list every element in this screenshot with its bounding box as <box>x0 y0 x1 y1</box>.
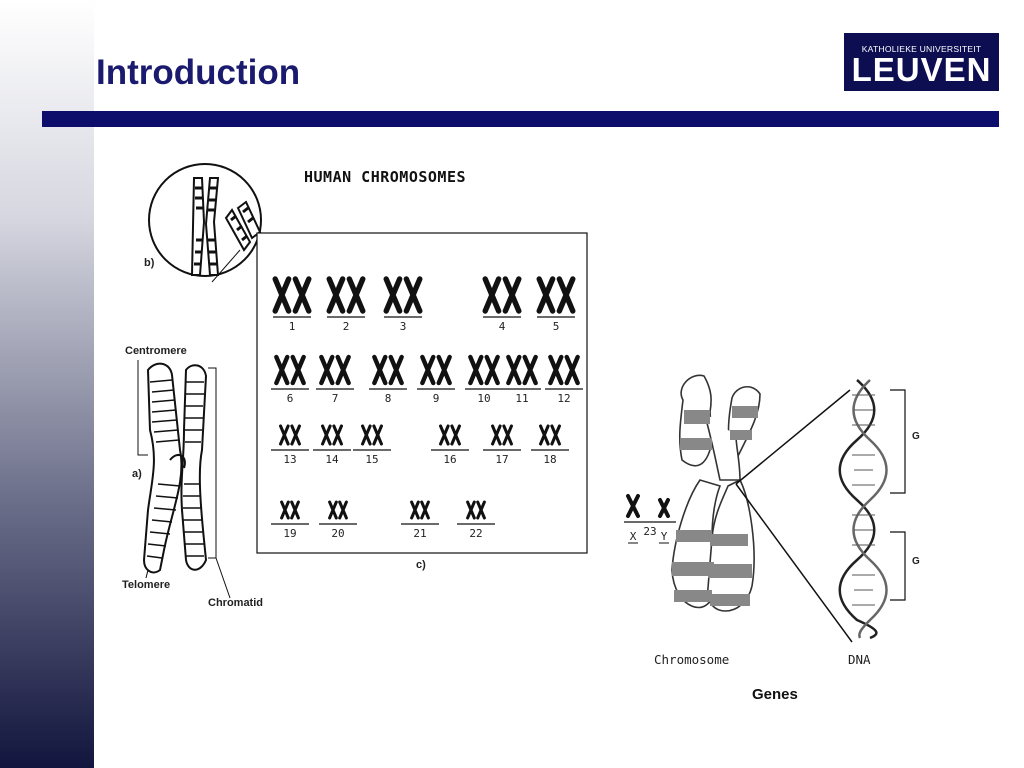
karyotype-title: HUMAN CHROMOSOMES <box>304 168 466 186</box>
chromosome-pair-12 <box>548 354 580 386</box>
pair-number-19: 19 <box>283 527 296 540</box>
pair-number-21: 21 <box>413 527 426 540</box>
panel-b-magnified-chromosome: b) <box>144 163 262 283</box>
chromosome-pair-19 <box>280 500 300 520</box>
chromosome-pair-17 <box>491 424 513 446</box>
pair-number-8: 8 <box>385 392 392 405</box>
gene-1-label: Gene 1 <box>912 431 920 442</box>
slide-title: Introduction <box>96 53 301 92</box>
chromosome-pair-21 <box>410 500 430 520</box>
sex-chromosome-y: Y <box>661 530 668 543</box>
chromosome-pair-8 <box>372 354 404 386</box>
centromere-label: Centromere <box>125 345 187 357</box>
chromosome-pair-22 <box>466 500 486 520</box>
pair-number-3: 3 <box>400 320 407 333</box>
chromosome-pair-3 <box>383 276 423 314</box>
chromosome-pair-6 <box>274 354 306 386</box>
pair-number-2: 2 <box>343 320 350 333</box>
sidebar-gradient <box>0 0 94 768</box>
panel-c-label: c) <box>416 559 426 571</box>
genes-caption: Genes <box>752 686 798 703</box>
pair-number-10: 10 <box>477 392 490 405</box>
pair-number-4: 4 <box>499 320 506 333</box>
chromosome-caption: Chromosome <box>654 652 729 667</box>
chromosome-pair-16 <box>439 424 461 446</box>
pair-number-6: 6 <box>287 392 294 405</box>
pair-number-1: 1 <box>289 320 296 333</box>
pair-number-12: 12 <box>557 392 570 405</box>
pair-number-13: 13 <box>283 453 296 466</box>
chromosome-pair-7 <box>319 354 351 386</box>
pair-number-17: 17 <box>495 453 508 466</box>
pair-number-18: 18 <box>543 453 556 466</box>
chromosome-pair-15 <box>361 424 383 446</box>
gene-2-label: Gene 2 <box>912 556 920 567</box>
chromosome-pair-20 <box>328 500 348 520</box>
pair-number-7: 7 <box>332 392 339 405</box>
university-logo: KATHOLIEKE UNIVERSITEIT LEUVEN <box>844 33 999 91</box>
pair-number-22: 22 <box>469 527 482 540</box>
logo-line-2: LEUVEN <box>851 51 992 88</box>
pair-number-5: 5 <box>553 320 560 333</box>
dna-caption: DNA <box>848 652 871 667</box>
pair-number-15: 15 <box>365 453 378 466</box>
chromosome-pair-2 <box>326 276 366 314</box>
chromosome-pair-11 <box>506 354 538 386</box>
telomere-label: Telomere <box>122 579 170 591</box>
pair-number-14: 14 <box>325 453 339 466</box>
pair-number-16: 16 <box>443 453 456 466</box>
title-divider-bar <box>42 111 999 127</box>
chromosome-pair-23 <box>626 494 670 518</box>
chromosome-pair-4 <box>482 276 522 314</box>
panel-a-chromosome: Centromere Chromatid Telomere a) <box>122 345 263 609</box>
chromosome-pair-5 <box>536 276 576 314</box>
chromosome-pair-14 <box>321 424 343 446</box>
panel-b-label: b) <box>144 257 155 269</box>
pair-number-20: 20 <box>331 527 344 540</box>
genes-diagram: Gene 1 Gene 2 Chromosome DNA Genes <box>654 374 920 703</box>
pair-number-11: 11 <box>515 392 528 405</box>
chromatid-label: Chromatid <box>208 597 263 609</box>
chromosome-pair-10 <box>468 354 500 386</box>
chromosome-pair-18 <box>539 424 561 446</box>
chromosome-figure: b) Centromere Chromatid Telomere a) HUMA… <box>122 163 920 703</box>
pair-number-9: 9 <box>433 392 440 405</box>
chromosome-pair-1 <box>272 276 312 314</box>
logo-line-1: KATHOLIEKE UNIVERSITEIT <box>861 44 982 54</box>
chromosome-pair-13 <box>279 424 301 446</box>
sex-chromosome-x: X <box>630 530 637 543</box>
panel-a-label: a) <box>132 468 142 480</box>
chromosome-pair-9 <box>420 354 452 386</box>
pair-number-23: 23 <box>643 525 656 538</box>
